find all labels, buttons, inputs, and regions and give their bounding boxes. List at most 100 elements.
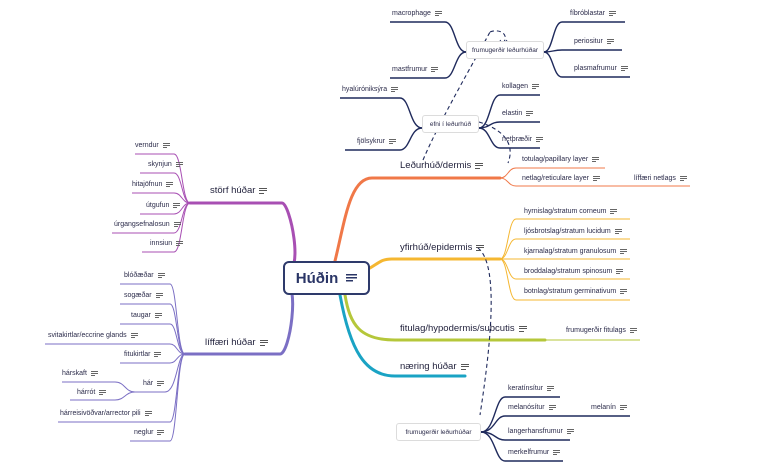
efni-item-hyaluroniksyra[interactable]: hyalúróniksýra [342,86,399,93]
notes-icon [526,111,534,116]
dermis-item-liffaeri-netlags[interactable]: líffæri netlags [634,175,687,182]
liffaeri-item-harrot[interactable]: hárrót [77,389,107,396]
branch-line-naering [338,293,467,378]
notes-icon [157,430,165,435]
branch-line-epidermis [368,257,502,270]
notes-icon [620,289,628,294]
frumugerd-plasmafrumur[interactable]: plasmafrumur [574,65,628,72]
notes-icon [610,209,618,214]
notes-icon [176,241,184,246]
storf-item[interactable]: skynjun [148,161,183,168]
notes-icon [606,39,614,44]
frumugerd-fibroblastar[interactable]: fíbróblastar [570,10,617,17]
epidermis-frumugerd-keratinsitur[interactable]: keratínsítur [508,385,555,392]
branch-line-dermis [333,176,502,263]
epidermis-frumugerd-merkelfrumur[interactable]: merkelfrumur [508,449,561,456]
liffaeri-item-neglur[interactable]: neglur [134,429,165,436]
storf-item[interactable]: úrgangsefnalosun [114,221,181,228]
branch-yfirhud-epidermis[interactable]: yfirhúð/epidermis [400,242,485,253]
dermis-item-netlag[interactable]: netlag/reticulare layer [522,175,600,182]
epidermis-item[interactable]: kjarnalag/stratum granulosum [524,248,628,255]
efni-item-fjolsykrur[interactable]: fjölsykrur [357,138,397,145]
liffaeri-item-harskaft[interactable]: hárskaft [62,370,98,377]
notes-icon [391,87,399,92]
liffaeri-item-fitukirtlar[interactable]: fitukirtlar [124,351,162,358]
notes-icon [154,352,162,357]
notes-icon [548,405,556,410]
notes-icon [434,11,442,16]
notes-icon [144,411,152,416]
notes-icon [90,371,98,376]
frumugerdir-ledurhudar-bottom-node[interactable]: frumugerðir leðurhúðar [396,423,481,441]
branch-liffaeri-hudar[interactable]: líffæri húðar [205,337,268,348]
notes-icon [460,363,469,370]
notes-icon [476,244,485,251]
liffaeri-item-blodaedar[interactable]: blóðæðar [124,272,165,279]
notes-icon [535,137,543,142]
notes-icon [157,381,165,386]
notes-icon [475,162,484,169]
liffaeri-item-taugar[interactable]: taugar [131,312,162,319]
notes-icon [99,390,107,395]
storf-item[interactable]: innsiun [150,240,184,247]
epidermis-frumugerd-langerhansfrumur[interactable]: langerhansfrumur [508,428,574,435]
storf-item[interactable]: hitajöfnun [132,181,174,188]
frumugerd-periositur[interactable]: periositur [574,38,614,45]
liffaeri-item-har[interactable]: hár [143,380,165,387]
notes-icon [431,67,439,72]
notes-icon [166,182,174,187]
notes-icon [155,293,163,298]
notes-icon [592,176,600,181]
epidermis-frumugerd-melanositur[interactable]: melanósítur [508,404,556,411]
liffaeri-item-hareisivodvar[interactable]: hárreisivöðvar/arrector pili [60,410,152,417]
frumugerd-mastfrumur[interactable]: mastfrumur [392,66,439,73]
notes-icon [259,339,268,346]
efni-i-ledurhud-node[interactable]: efni í leðurhúð [422,115,479,133]
notes-icon [629,328,637,333]
central-topic[interactable]: Húðin [283,261,370,295]
liffaeri-item-sogaedar[interactable]: sogæðar [124,292,163,299]
notes-icon [346,274,358,282]
storf-item[interactable]: verndur [135,142,170,149]
notes-icon [616,269,624,274]
notes-icon [173,222,181,227]
efni-item-netthraedir[interactable]: netþræðir [502,136,543,143]
notes-icon [620,249,628,254]
epidermis-item[interactable]: broddalag/stratum spinosum [524,268,624,275]
notes-icon [175,162,183,167]
notes-icon [157,273,165,278]
efni-item-elastin[interactable]: elastin [502,110,534,117]
branch-storf-hudar[interactable]: störf húðar [210,185,268,196]
notes-icon [532,84,540,89]
notes-icon [162,143,170,148]
epidermis-frumugerd-melanin[interactable]: melanín [591,404,627,411]
notes-icon [614,229,622,234]
frumugerdir-ledurhudar-top-node[interactable]: frumugerðir leðurhúðar [466,41,544,59]
notes-icon [679,176,687,181]
notes-icon [259,187,268,194]
frumugerd-macrophage[interactable]: macrophage [392,10,442,17]
notes-icon [566,429,574,434]
notes-icon [609,11,617,16]
branch-naering-hudar[interactable]: næring húðar [400,361,469,372]
storf-item[interactable]: útgufun [146,202,181,209]
notes-icon [389,139,397,144]
notes-icon [619,405,627,410]
epidermis-item[interactable]: botnlag/stratum germinativum [524,288,628,295]
epidermis-item[interactable]: hyrnislag/stratum corneum [524,208,618,215]
liffaeri-item-svitakirtlar[interactable]: svitakirtlar/eccrine glands [48,332,138,339]
branch-fitulag-hypodermis[interactable]: fitulag/hypodermis/subcutis [400,323,527,334]
notes-icon [620,66,628,71]
central-topic-label: Húðin [295,269,339,287]
notes-icon [173,203,181,208]
efni-item-kollagen[interactable]: kollagen [502,83,540,90]
dermis-item-totulag[interactable]: totulag/papillary layer [522,156,600,163]
epidermis-item[interactable]: ljósbrotslag/stratum lucidum [524,228,622,235]
branch-ledurhud-dermis[interactable]: Leðurhúð/dermis [400,160,484,171]
notes-icon [592,157,600,162]
hypodermis-item-frumugerdir-fitulags[interactable]: frumugerðir fitulags [566,327,637,334]
notes-icon [518,325,527,332]
notes-icon [547,386,555,391]
